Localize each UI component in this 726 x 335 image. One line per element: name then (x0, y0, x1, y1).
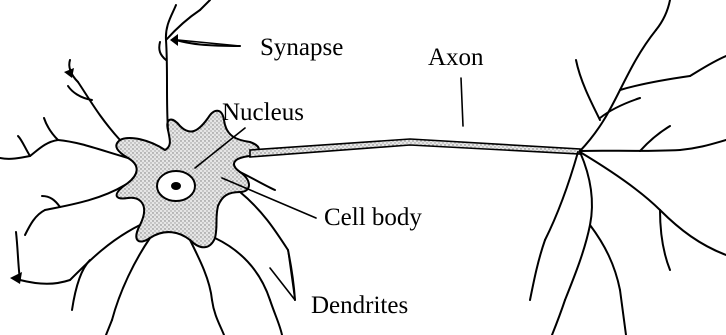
synapse-label: Synapse (260, 34, 343, 61)
axon-leader-line (461, 78, 463, 126)
axon-terminals (530, 0, 726, 335)
nucleolus-shape (171, 182, 181, 190)
axon-label: Axon (428, 44, 484, 71)
cell-body-leader-line (222, 178, 316, 218)
dendrites-label: Dendrites (311, 292, 408, 319)
synapse-terminal-3 (10, 272, 22, 284)
nucleus-label: Nucleus (222, 99, 304, 126)
axon-shape (250, 139, 580, 157)
cell-body-label: Cell body (324, 204, 422, 231)
